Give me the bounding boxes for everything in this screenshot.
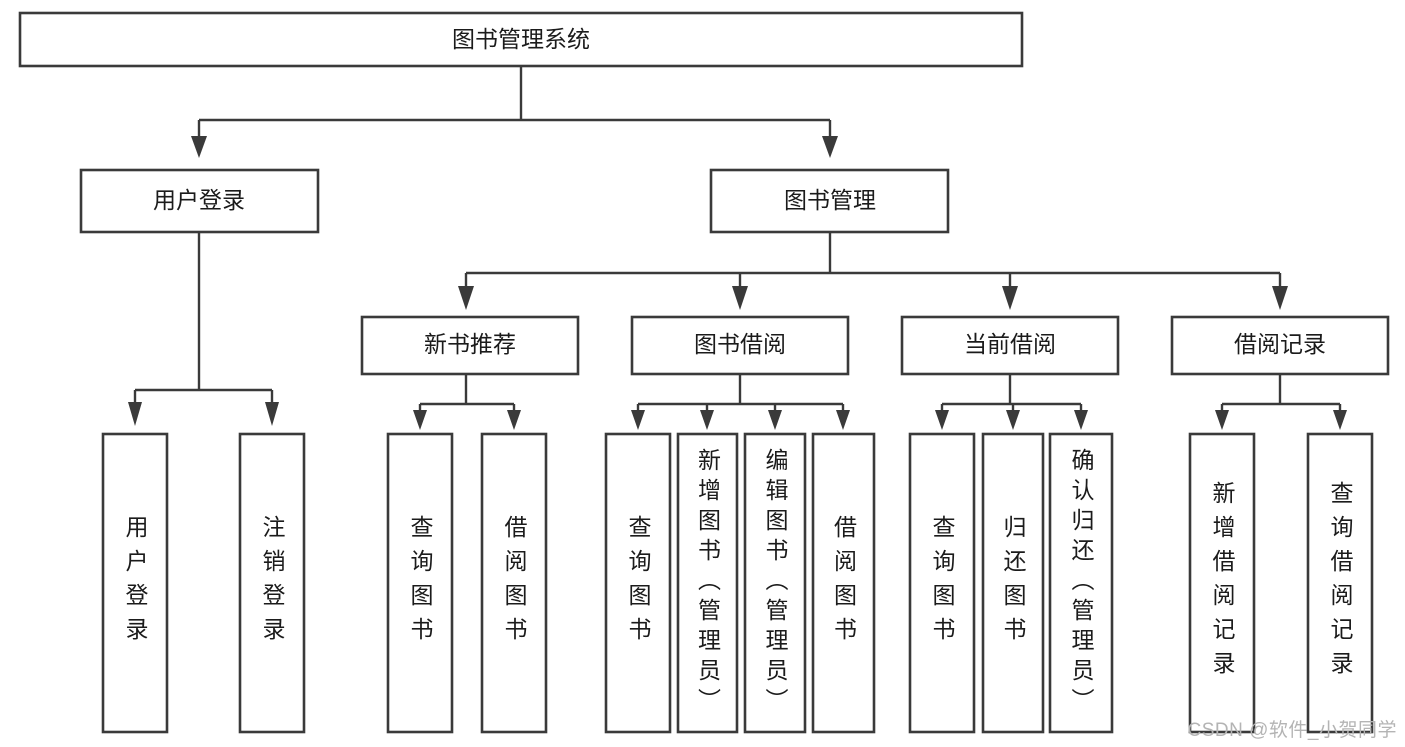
connector-group-current-borrow-to-leaves (935, 374, 1088, 430)
arrow-head-bb-query-book (631, 410, 645, 430)
node-label-book-borrow: 图书借阅 (694, 331, 786, 357)
arrow-head-book-mgmt (822, 136, 838, 158)
node-borrow-record[interactable]: 借阅记录 (1170, 315, 1390, 376)
leaf-box-nb-borrow-book[interactable] (480, 432, 548, 734)
arrow-head-borrow-record (1272, 286, 1288, 310)
leaf-box-br-query-record[interactable] (1306, 432, 1374, 734)
leaf-box-bb-add-book[interactable] (676, 432, 739, 734)
arrow-head-bb-edit-book (768, 410, 782, 430)
arrow-head-cb-confirm-return (1074, 410, 1088, 430)
connector-group-new-book-rec-to-leaves (413, 374, 521, 430)
node-new-book-recommendation[interactable]: 新书推荐 (360, 315, 580, 376)
leaf-box-user-login[interactable] (101, 432, 169, 734)
node-box-current-borrow[interactable] (900, 315, 1120, 376)
node-box-user-login[interactable] (79, 168, 320, 234)
connector-group-book-mgmt-to-level3 (458, 232, 1288, 310)
arrow-head-user-login (191, 136, 207, 158)
node-box-new-book-recommendation[interactable] (360, 315, 580, 376)
node-box-book-management[interactable] (709, 168, 950, 234)
node-box-root[interactable] (18, 11, 1024, 68)
arrow-head-bb-borrow-book (836, 410, 850, 430)
arrow-head-br-query-record (1333, 410, 1347, 430)
connector-group-root-to-level2 (191, 66, 838, 158)
arrow-head-new-book-rec (458, 286, 474, 310)
connector-group-book-borrow-to-leaves (631, 374, 850, 430)
leaf-box-logout[interactable] (238, 432, 306, 734)
leaf-box-br-add-record[interactable] (1188, 432, 1256, 734)
node-box-book-borrow[interactable] (630, 315, 850, 376)
node-label-root: 图书管理系统 (452, 26, 590, 52)
node-label-new-book-recommendation: 新书推荐 (424, 331, 516, 357)
arrow-head-book-borrow (732, 286, 748, 310)
node-user-login[interactable]: 用户登录 (79, 168, 320, 234)
arrow-head-cb-return-book (1006, 410, 1020, 430)
arrow-head-br-add-record (1215, 410, 1229, 430)
leaf-box-cb-confirm[interactable] (1048, 432, 1114, 734)
leaf-box-group (101, 432, 1374, 734)
watermark: CSDN @软件_小贺同学 (1187, 720, 1397, 741)
arrow-head-nb-borrow-book (507, 410, 521, 430)
leaf-box-nb-query-book[interactable] (386, 432, 454, 734)
leaf-box-bb-borrow-book[interactable] (811, 432, 876, 734)
node-label-user-login: 用户登录 (153, 187, 245, 213)
node-book-borrow[interactable]: 图书借阅 (630, 315, 850, 376)
leaf-box-cb-return-book[interactable] (981, 432, 1045, 734)
connector-group-borrow-record-to-leaves (1215, 374, 1347, 430)
node-label-current-borrow: 当前借阅 (964, 331, 1056, 357)
arrow-head-current-borrow (1002, 286, 1018, 310)
node-label-borrow-record: 借阅记录 (1234, 331, 1326, 357)
leaf-box-bb-query-book[interactable] (604, 432, 672, 734)
node-label-book-management: 图书管理 (784, 187, 876, 213)
arrow-head-nb-query-book (413, 410, 427, 430)
arrow-head-leaf-user-login (128, 402, 142, 426)
leaf-box-cb-query-book[interactable] (908, 432, 976, 734)
node-book-management[interactable]: 图书管理 (709, 168, 950, 234)
node-box-borrow-record[interactable] (1170, 315, 1390, 376)
arrow-head-leaf-logout (265, 402, 279, 426)
node-root[interactable]: 图书管理系统 (18, 11, 1024, 68)
node-current-borrow[interactable]: 当前借阅 (900, 315, 1120, 376)
arrow-head-bb-add-book (700, 410, 714, 430)
arrow-head-cb-query-book (935, 410, 949, 430)
connector-group-user-login-to-leaves (128, 232, 279, 426)
leaf-box-bb-edit-book[interactable] (743, 432, 807, 734)
